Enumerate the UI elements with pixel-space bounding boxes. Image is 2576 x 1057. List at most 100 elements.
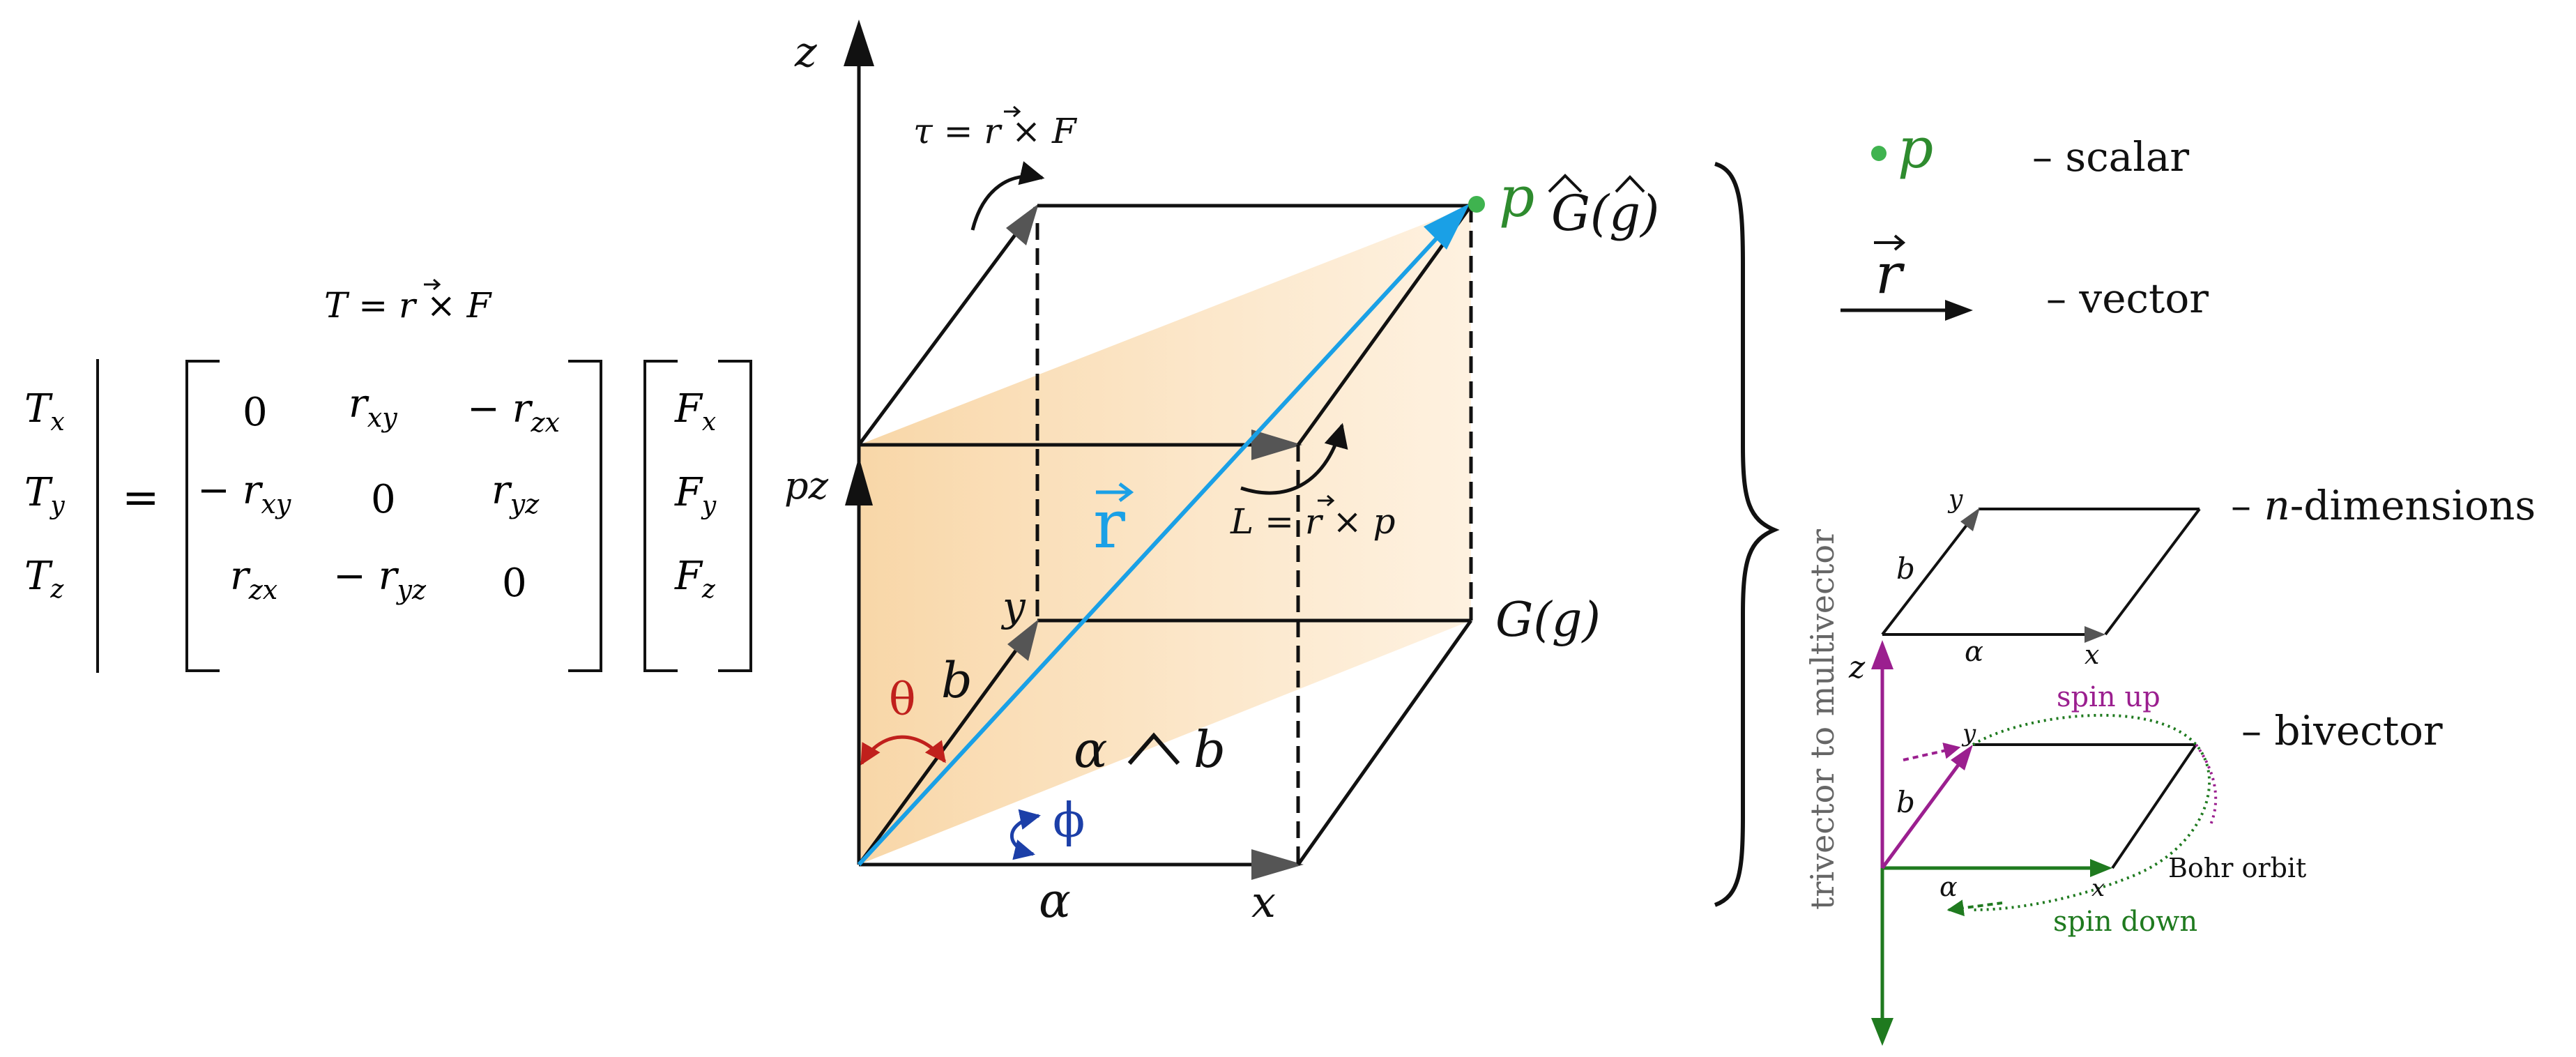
matrix-cell: ryz — [491, 468, 540, 519]
bivector-edge — [2111, 743, 2197, 869]
cube-edge — [1296, 204, 1473, 446]
cube-edge — [1296, 619, 1473, 866]
wedge-alpha: α — [1074, 720, 1108, 779]
pz-arrowhead — [845, 457, 873, 505]
lhs-ty: Ty — [24, 470, 65, 520]
lhs-tx: Tx — [24, 386, 65, 436]
vector-symbol: r — [1875, 241, 1905, 306]
bivector-x-arrowhead — [2090, 859, 2112, 877]
b-label: b — [941, 652, 973, 709]
angular-momentum-curve-arrow — [1240, 423, 1348, 495]
matrix-cell: 0 — [371, 477, 396, 522]
bohr-orbit-label: Bohr orbit — [2168, 853, 2306, 883]
r-vector-arrowhead — [1424, 204, 1470, 250]
cube-edge-arrowhead — [1006, 204, 1039, 245]
ndim-label: – n-dimensions — [2231, 482, 2536, 529]
bivector-label: – bivector — [2241, 707, 2443, 754]
wedge-b: b — [1194, 720, 1226, 779]
y-axis — [857, 623, 1037, 866]
rhs-fz: Fz — [674, 554, 716, 604]
phi-label: ϕ — [1053, 793, 1085, 849]
bivector-b-label: b — [1896, 785, 1915, 819]
ndim-x-arrowhead — [2085, 626, 2105, 643]
rhs-right-bracket — [718, 360, 752, 672]
matrix-cell: − ryz — [333, 554, 427, 605]
vector-legend-arrowhead — [1945, 300, 1973, 321]
ndim-edge — [2104, 508, 2201, 636]
trivector-side-label: trivector to multivector — [1804, 529, 1841, 910]
bivector-y-label: y — [1961, 720, 1976, 747]
y-axis-label: y — [1000, 583, 1026, 630]
ndim-y-arrowhead — [1960, 508, 1980, 531]
hat-icon — [1548, 174, 1583, 193]
alpha-label: α — [1039, 874, 1071, 929]
vector-arrow-icon — [1318, 494, 1335, 507]
torque-curve-arrow — [970, 161, 1045, 231]
bivector-y-vector — [1880, 755, 1967, 869]
theta-label: θ — [889, 674, 916, 726]
rhs-left-bracket — [643, 360, 678, 672]
equals-sign: = — [122, 472, 160, 524]
matrix-cell: rxy — [349, 381, 397, 433]
bivector-y-arrowhead — [1951, 745, 1973, 770]
angular-momentum-label: L = r × p — [1230, 501, 1395, 542]
bivector-x-label: x — [2091, 874, 2105, 902]
z-axis-label: z — [794, 28, 817, 77]
vector-arrow-icon — [1874, 234, 1906, 251]
G-hat-label: G(g) — [1551, 185, 1659, 242]
r-vector-label: r — [1093, 485, 1125, 563]
bohr-orbit-curve-accent — [2195, 743, 2218, 827]
ndim-edge — [1881, 511, 1978, 636]
spin-down-label: spin down — [2053, 906, 2197, 938]
ndim-alpha-label: α — [1965, 636, 1983, 668]
torque-equation: T = r × F Tx Ty Tz = 0 rxy − rzx − rxy 0… — [24, 278, 752, 673]
vector-label: – vector — [2046, 275, 2209, 322]
scalar-dot — [1871, 146, 1887, 161]
theta-arc-arrow — [860, 735, 947, 766]
bivector-alpha-label: α — [1939, 872, 1958, 902]
cube-edge — [857, 206, 1037, 446]
G-g-label: G(g) — [1495, 593, 1601, 648]
wedge-icon — [1127, 732, 1180, 765]
vector-arrow-icon — [424, 278, 441, 291]
spin-up-arrow — [1903, 743, 1961, 761]
vector-arrow-icon — [1096, 482, 1134, 502]
matrix-cell: 0 — [243, 390, 268, 435]
matrix-cell: − rzx — [467, 386, 560, 438]
hat-icon — [1615, 175, 1645, 193]
point-p-dot — [1468, 196, 1485, 213]
r-vector — [857, 214, 1459, 867]
bivector-z-label: z — [1848, 650, 1866, 685]
scalar-symbol: p — [1898, 116, 1933, 181]
cube-diagram: z pz r p G(g) G(g) — [784, 20, 1659, 929]
matrix-cell: − rxy — [197, 468, 291, 519]
rhs-fy: Fy — [674, 470, 717, 520]
ndim-y-label: y — [1947, 485, 1963, 514]
lhs-tz: Tz — [24, 554, 64, 604]
ndim-x-label: x — [2085, 639, 2099, 670]
matrix-cell: rzx — [230, 554, 277, 605]
z-axis-arrowhead — [844, 20, 874, 66]
curly-brace — [1714, 162, 1780, 907]
bohr-orbit-curve — [1972, 713, 2211, 911]
bivector-z-arrowhead-up — [1871, 640, 1893, 669]
legend: p – scalar r – vector y b α x – n-dimens… — [1804, 116, 2536, 1046]
pz-label: pz — [784, 464, 829, 508]
bivector-z-arrowhead-down — [1871, 1018, 1893, 1046]
matrix-left-bracket — [185, 360, 220, 672]
x-axis-arrowhead — [1251, 849, 1304, 880]
cube-edge-arrowhead — [1251, 429, 1302, 460]
scalar-label: – scalar — [2032, 133, 2189, 181]
vector-arrow-icon — [1004, 105, 1021, 118]
equation-title: T = r × F — [324, 285, 493, 326]
y-axis-arrowhead — [1007, 619, 1039, 661]
spin-up-label: spin up — [2057, 681, 2160, 713]
rhs-fx: Fx — [674, 386, 716, 436]
matrix-cell: 0 — [502, 561, 527, 606]
point-p-label: p — [1499, 165, 1534, 229]
ndim-b-label: b — [1896, 552, 1915, 586]
phi-arc-arrow — [1010, 809, 1041, 860]
matrix-right-bracket — [568, 360, 602, 672]
torque-label: τ = r × F — [913, 111, 1078, 151]
